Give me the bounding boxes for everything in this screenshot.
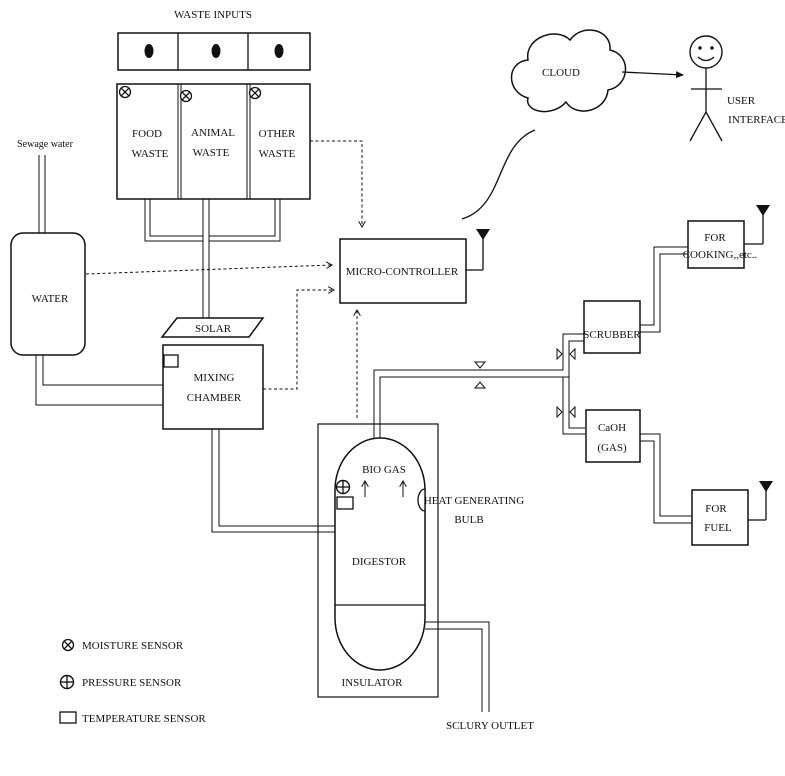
- mixing-chamber: [162, 344, 264, 430]
- cloud-link-line: [461, 129, 536, 220]
- insulator-box: [317, 423, 439, 698]
- animal-waste-label: WASTE: [193, 147, 230, 159]
- pressure-sensor-icon: [59, 674, 75, 690]
- sewage-water-label: Sewage water: [17, 139, 73, 150]
- temperature-sensor-icon: [163, 354, 179, 368]
- antenna-icon: [748, 481, 773, 521]
- scrubber-label: SCRUBBER: [583, 329, 641, 341]
- mixing-chamber-label: CHAMBER: [187, 392, 242, 404]
- waste-feed-pipes: [144, 199, 281, 320]
- gas-valve-icon: [556, 405, 576, 419]
- waste-inputs-title: WASTE INPUTS: [174, 9, 252, 21]
- caoh-label: CaOH: [598, 422, 626, 434]
- digestor-label: DIGESTOR: [352, 556, 407, 568]
- micro-controller: [339, 238, 467, 304]
- slurry-outlet-pipe: [425, 621, 490, 712]
- micro-controller-label: MICRO-CONTROLLER: [346, 266, 459, 278]
- food-waste-label: FOOD: [132, 128, 162, 140]
- user-interface-label: INTERFACE: [728, 114, 785, 126]
- heat-bulb-label: BULB: [454, 514, 483, 526]
- waste-input-hopper: [117, 32, 311, 71]
- biogas-main-pipe: [373, 333, 585, 438]
- antenna-icon: [744, 205, 770, 245]
- heat-bulb-label: HEAT GENERATING: [424, 495, 524, 507]
- gas-valve-icon: [473, 361, 487, 389]
- scrubber: [583, 300, 641, 354]
- water-to-mixer-pipe: [35, 355, 163, 406]
- other-waste-label: OTHER: [259, 128, 296, 140]
- mixing-chamber-label: MIXING: [194, 372, 235, 384]
- moisture-sensor-icon: [248, 86, 262, 100]
- cooking-outlet: [687, 220, 745, 269]
- fuel-label: FUEL: [704, 522, 732, 534]
- user-figure-icon: [689, 35, 723, 142]
- cloud-to-user-arrow: [621, 71, 684, 79]
- mixer-sensor-signal-line: [263, 290, 334, 390]
- heat-bulb-icon: [417, 488, 426, 512]
- cloud-shape: [510, 29, 627, 113]
- pressure-sensor-icon: [335, 479, 351, 495]
- fuel-outlet: [691, 489, 749, 546]
- moisture-sensor-icon: [118, 85, 132, 99]
- waste-bins: [116, 83, 311, 200]
- gas-valve-icon: [556, 347, 576, 361]
- caoh-filter: [585, 409, 641, 463]
- water-tank: [10, 232, 86, 356]
- legend-temperature-label: TEMPERATURE SENSOR: [82, 713, 206, 725]
- cooking-label: COOKING,,etc..: [683, 249, 758, 261]
- solar-label: SOLAR: [195, 323, 232, 335]
- inlet-valve-icon: [144, 44, 154, 58]
- caoh-label: (GAS): [597, 442, 627, 454]
- cooking-label: FOR: [704, 232, 726, 244]
- caoh-to-fuel-pipe: [640, 433, 692, 524]
- cloud-label: CLOUD: [542, 67, 580, 79]
- water-sensor-signal-line: [85, 265, 332, 275]
- temperature-sensor-icon: [336, 496, 354, 510]
- slurry-outlet-label: SCLURY OUTLET: [446, 720, 534, 732]
- solar-panel: [160, 317, 265, 338]
- legend-pressure-label: PRESSURE SENSOR: [82, 677, 182, 689]
- inlet-valve-icon: [211, 44, 221, 58]
- temperature-sensor-icon: [59, 711, 77, 724]
- insulator-label: INSULATOR: [342, 677, 404, 689]
- fuel-label: FOR: [705, 503, 727, 515]
- moisture-sensor-icon: [61, 638, 75, 652]
- user-interface-label: USER: [727, 95, 756, 107]
- legend: MOISTURE SENSOR PRESSURE SENSOR TEMPERAT…: [59, 638, 206, 725]
- water-tank-label: WATER: [32, 293, 69, 305]
- inlet-valve-icon: [274, 44, 284, 58]
- biogas-label: BIO GAS: [362, 464, 406, 476]
- legend-moisture-label: MOISTURE SENSOR: [82, 640, 184, 652]
- other-waste-label: WASTE: [259, 148, 296, 160]
- food-waste-label: WASTE: [132, 148, 169, 160]
- scrubber-to-cooking-pipe: [640, 246, 688, 333]
- mixer-to-digestor-pipe: [211, 429, 337, 533]
- animal-waste-label: ANIMAL: [191, 127, 235, 139]
- sewage-pipe: [38, 155, 46, 233]
- moisture-sensor-icon: [179, 89, 193, 103]
- antenna-icon: [466, 229, 490, 271]
- waste-sensor-signal-line: [310, 140, 362, 227]
